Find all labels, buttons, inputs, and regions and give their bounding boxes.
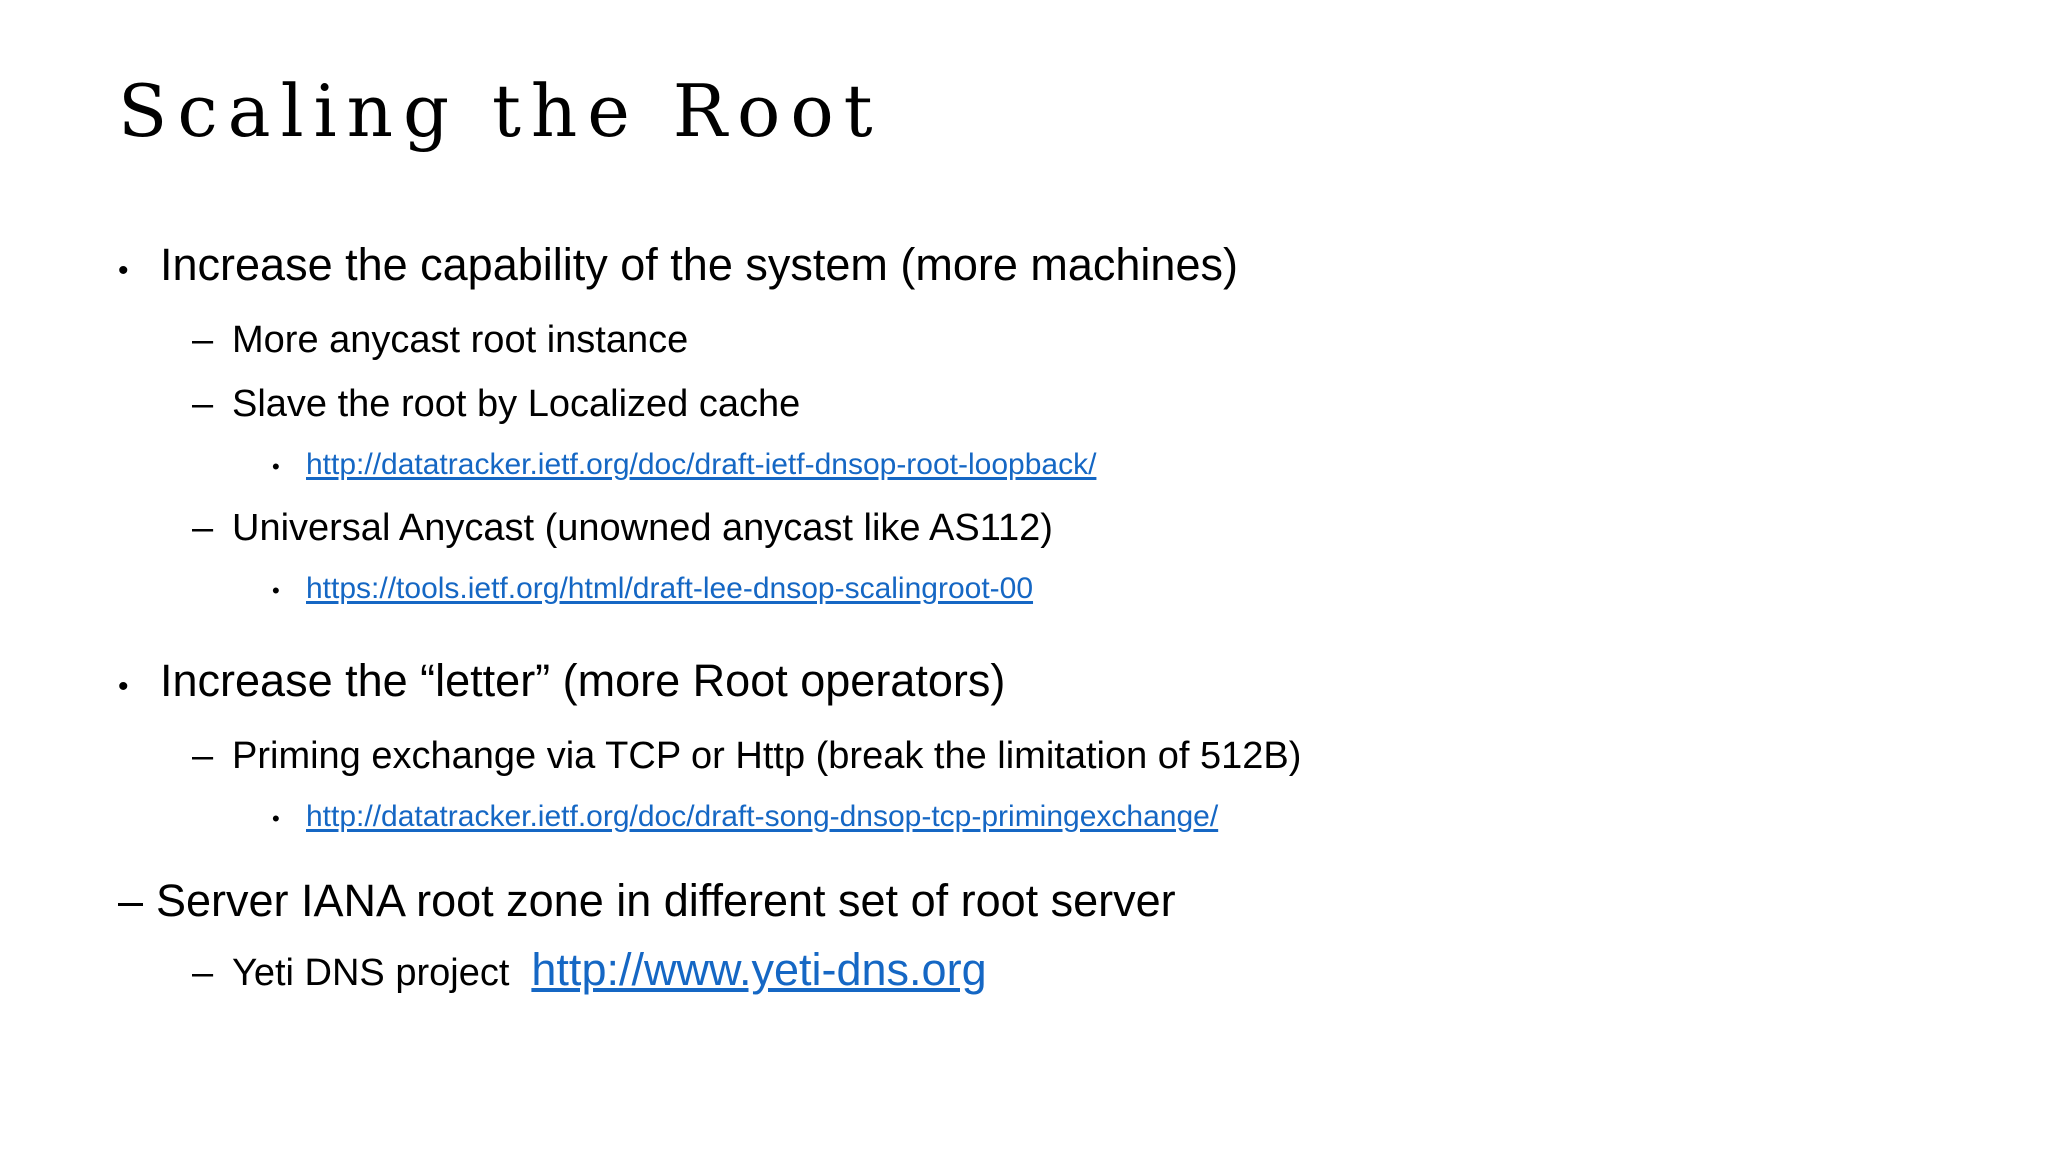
- bullet-text: More anycast root instance: [232, 319, 689, 361]
- dash-marker: –: [192, 383, 214, 425]
- bullet-text: Server IANA root zone in different set o…: [156, 875, 1176, 926]
- bullet-item: • https://tools.ietf.org/html/draft-lee-…: [0, 560, 2048, 620]
- bullet-item: – Priming exchange via TCP or Http (brea…: [0, 724, 2048, 788]
- bullet-marker: •: [118, 254, 129, 287]
- bullet-text: Increase the capability of the system (m…: [160, 239, 1238, 290]
- bullet-marker: •: [272, 806, 280, 831]
- bullet-text: Increase the “letter” (more Root operato…: [160, 655, 1006, 706]
- bullet-item: • http://datatracker.ietf.org/doc/draft-…: [0, 436, 2048, 496]
- hyperlink-scalingroot[interactable]: https://tools.ietf.org/html/draft-lee-dn…: [306, 572, 1034, 605]
- hyperlink-root-loopback[interactable]: http://datatracker.ietf.org/doc/draft-ie…: [306, 448, 1097, 481]
- bullet-item: • Increase the capability of the system …: [0, 228, 2048, 308]
- bullet-text: Yeti DNS project: [232, 952, 510, 994]
- hyperlink-yeti-dns[interactable]: http://www.yeti-dns.org: [531, 944, 987, 995]
- bullet-text: Slave the root by Localized cache: [232, 383, 801, 425]
- dash-marker: –: [192, 319, 214, 361]
- bullet-text: Universal Anycast (unowned anycast like …: [232, 507, 1053, 549]
- bullet-item: – More anycast root instance: [0, 308, 2048, 372]
- bullet-item: – Yeti DNS project http://www.yeti-dns.o…: [0, 938, 2048, 1005]
- bullet-item: – Server IANA root zone in different set…: [0, 864, 2048, 938]
- slide-title: Scaling the Root: [118, 69, 883, 153]
- bullet-item: • Increase the “letter” (more Root opera…: [0, 644, 2048, 724]
- bullet-item: • http://datatracker.ietf.org/doc/draft-…: [0, 788, 2048, 848]
- hyperlink-primingexchange[interactable]: http://datatracker.ietf.org/doc/draft-so…: [306, 800, 1219, 833]
- bullet-text: Priming exchange via TCP or Http (break …: [232, 735, 1302, 777]
- bullet-marker: •: [272, 454, 280, 479]
- spacer: [0, 620, 2048, 644]
- dash-marker: –: [192, 735, 214, 777]
- bullet-item: – Slave the root by Localized cache: [0, 372, 2048, 436]
- slide-body: • Increase the capability of the system …: [0, 228, 2048, 1005]
- dash-marker: –: [118, 875, 144, 926]
- spacer: [0, 848, 2048, 864]
- bullet-item: – Universal Anycast (unowned anycast lik…: [0, 496, 2048, 560]
- bullet-marker: •: [118, 670, 129, 703]
- dash-marker: –: [192, 952, 214, 994]
- dash-marker: –: [192, 507, 214, 549]
- bullet-marker: •: [272, 578, 280, 603]
